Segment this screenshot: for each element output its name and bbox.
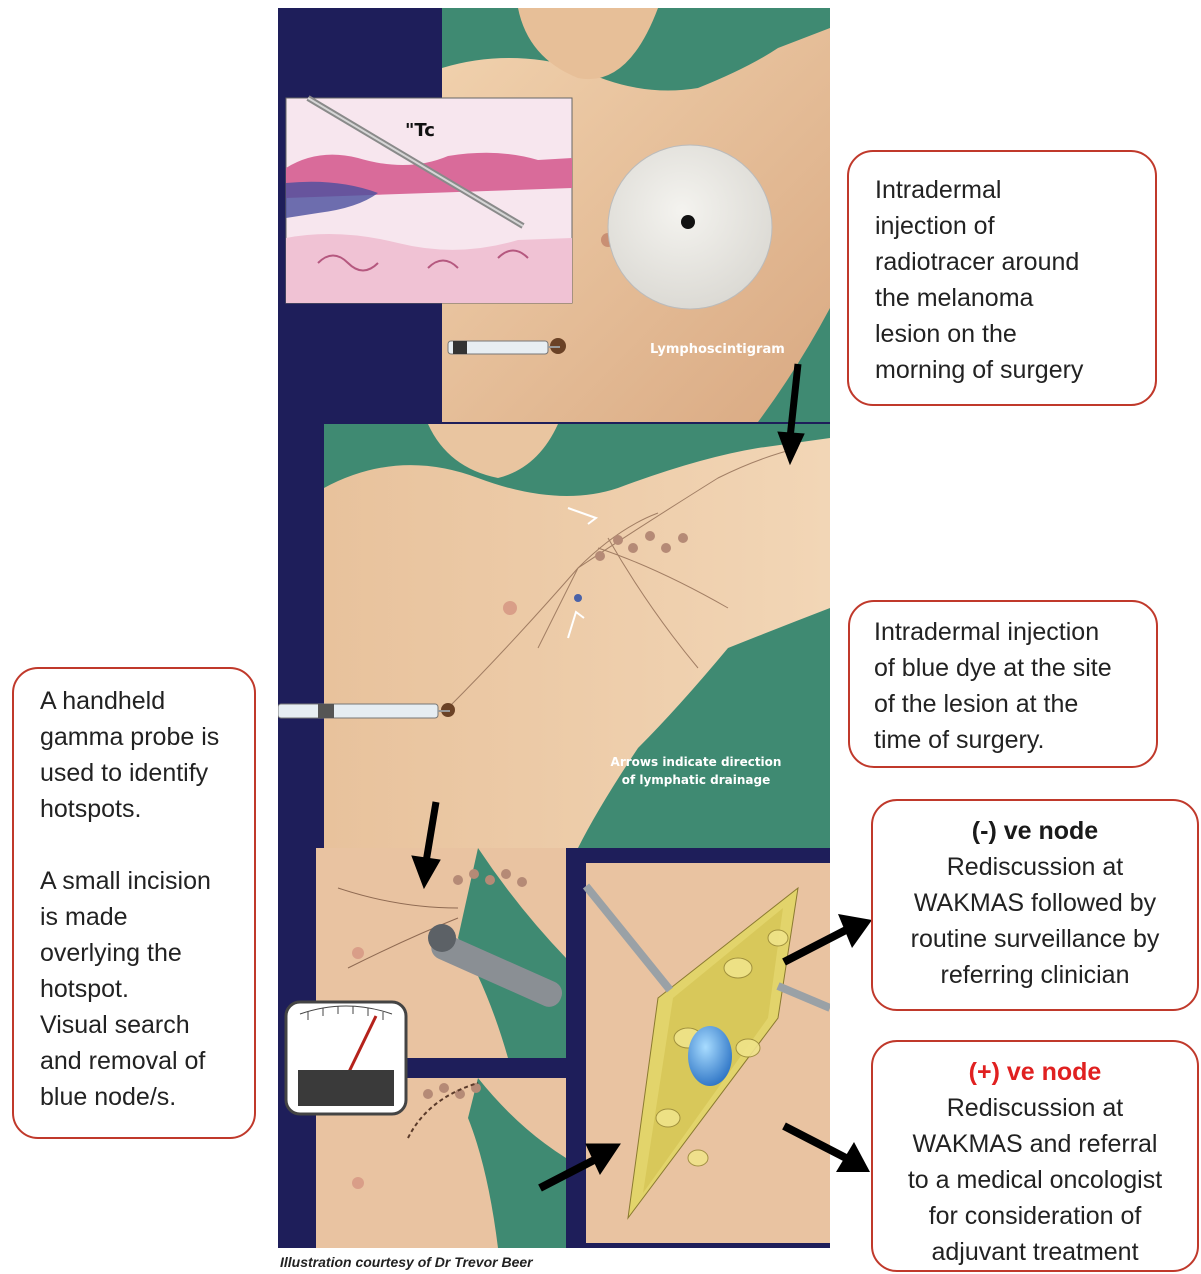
negative-node-line: referring clinician — [879, 957, 1191, 993]
radiotracer-line: morning of surgery — [875, 352, 1129, 388]
callout-blue-dye: Intradermal injection of blue dye at the… — [848, 600, 1158, 768]
positive-node-line: WAKMAS and referral — [879, 1126, 1191, 1162]
blue-dye-line: time of surgery. — [874, 722, 1132, 758]
gamma-probe-line: gamma probe is — [40, 719, 228, 755]
gamma-probe-line: hotspots. — [40, 791, 228, 827]
blue-sentinel-node — [688, 1026, 732, 1086]
negative-node-heading: (-) ve node — [879, 813, 1191, 849]
radiotracer-line: the melanoma — [875, 280, 1129, 316]
negative-node-line: routine surveillance by — [879, 921, 1191, 957]
incision-line: and removal of — [40, 1043, 228, 1079]
lymphoscintigram-label: Lymphoscintigram — [650, 342, 785, 357]
gamma-probe-line: used to identify — [40, 755, 228, 791]
blue-dye-line: of blue dye at the site — [874, 650, 1132, 686]
negative-node-line: WAKMAS followed by — [879, 885, 1191, 921]
blue-dye-line: Intradermal injection — [874, 614, 1132, 650]
blue-dye-line: of the lesion at the — [874, 686, 1132, 722]
radiotracer-line: injection of — [875, 208, 1129, 244]
incision-line: Visual search — [40, 1007, 228, 1043]
syringe-top-icon — [448, 341, 560, 354]
positive-node-line: for consideration of — [879, 1198, 1191, 1234]
outcome-arrows — [770, 900, 880, 1200]
lymphoscintigram-scan — [608, 145, 772, 309]
drainage-label-2: of lymphatic drainage — [622, 773, 771, 787]
positive-node-line: to a medical oncologist — [879, 1162, 1191, 1198]
positive-node-line: adjuvant treatment — [879, 1234, 1191, 1270]
incision-line: blue node/s. — [40, 1079, 228, 1115]
incision-line: hotspot. — [40, 971, 228, 1007]
sentinel-node-illustration: Lymphoscintigram "Tc — [278, 8, 830, 1248]
gamma-probe-line: A handheld — [40, 683, 228, 719]
incision-line: overlying the — [40, 935, 228, 971]
tracer-label: "Tc — [405, 120, 435, 141]
radiotracer-line: lesion on the — [875, 316, 1129, 352]
gamma-counter-icon — [286, 1002, 406, 1114]
panel-blue-dye: Arrows indicate direction of lymphatic d… — [278, 424, 830, 848]
negative-node-line: Rediscussion at — [879, 849, 1191, 885]
illustration-credit: Illustration courtesy of Dr Trevor Beer — [280, 1254, 533, 1270]
callout-radiotracer: Intradermal injection of radiotracer aro… — [847, 150, 1157, 406]
drainage-label-1: Arrows indicate direction — [611, 755, 782, 769]
incision-line: is made — [40, 899, 228, 935]
positive-node-line: Rediscussion at — [879, 1090, 1191, 1126]
spacer — [40, 827, 228, 863]
incision-line: A small incision — [40, 863, 228, 899]
illustration-svg: Lymphoscintigram "Tc — [278, 8, 830, 1248]
histology-inset: "Tc — [286, 98, 572, 303]
syringe-blue-dye-icon — [278, 704, 450, 718]
radiotracer-line: Intradermal — [875, 172, 1129, 208]
positive-node-heading: (+) ve node — [879, 1054, 1191, 1090]
callout-gamma-probe: A handheld gamma probe is used to identi… — [12, 667, 256, 1139]
callout-negative-node: (-) ve node Rediscussion at WAKMAS follo… — [871, 799, 1199, 1011]
radiotracer-line: radiotracer around — [875, 244, 1129, 280]
callout-positive-node: (+) ve node Rediscussion at WAKMAS and r… — [871, 1040, 1199, 1272]
